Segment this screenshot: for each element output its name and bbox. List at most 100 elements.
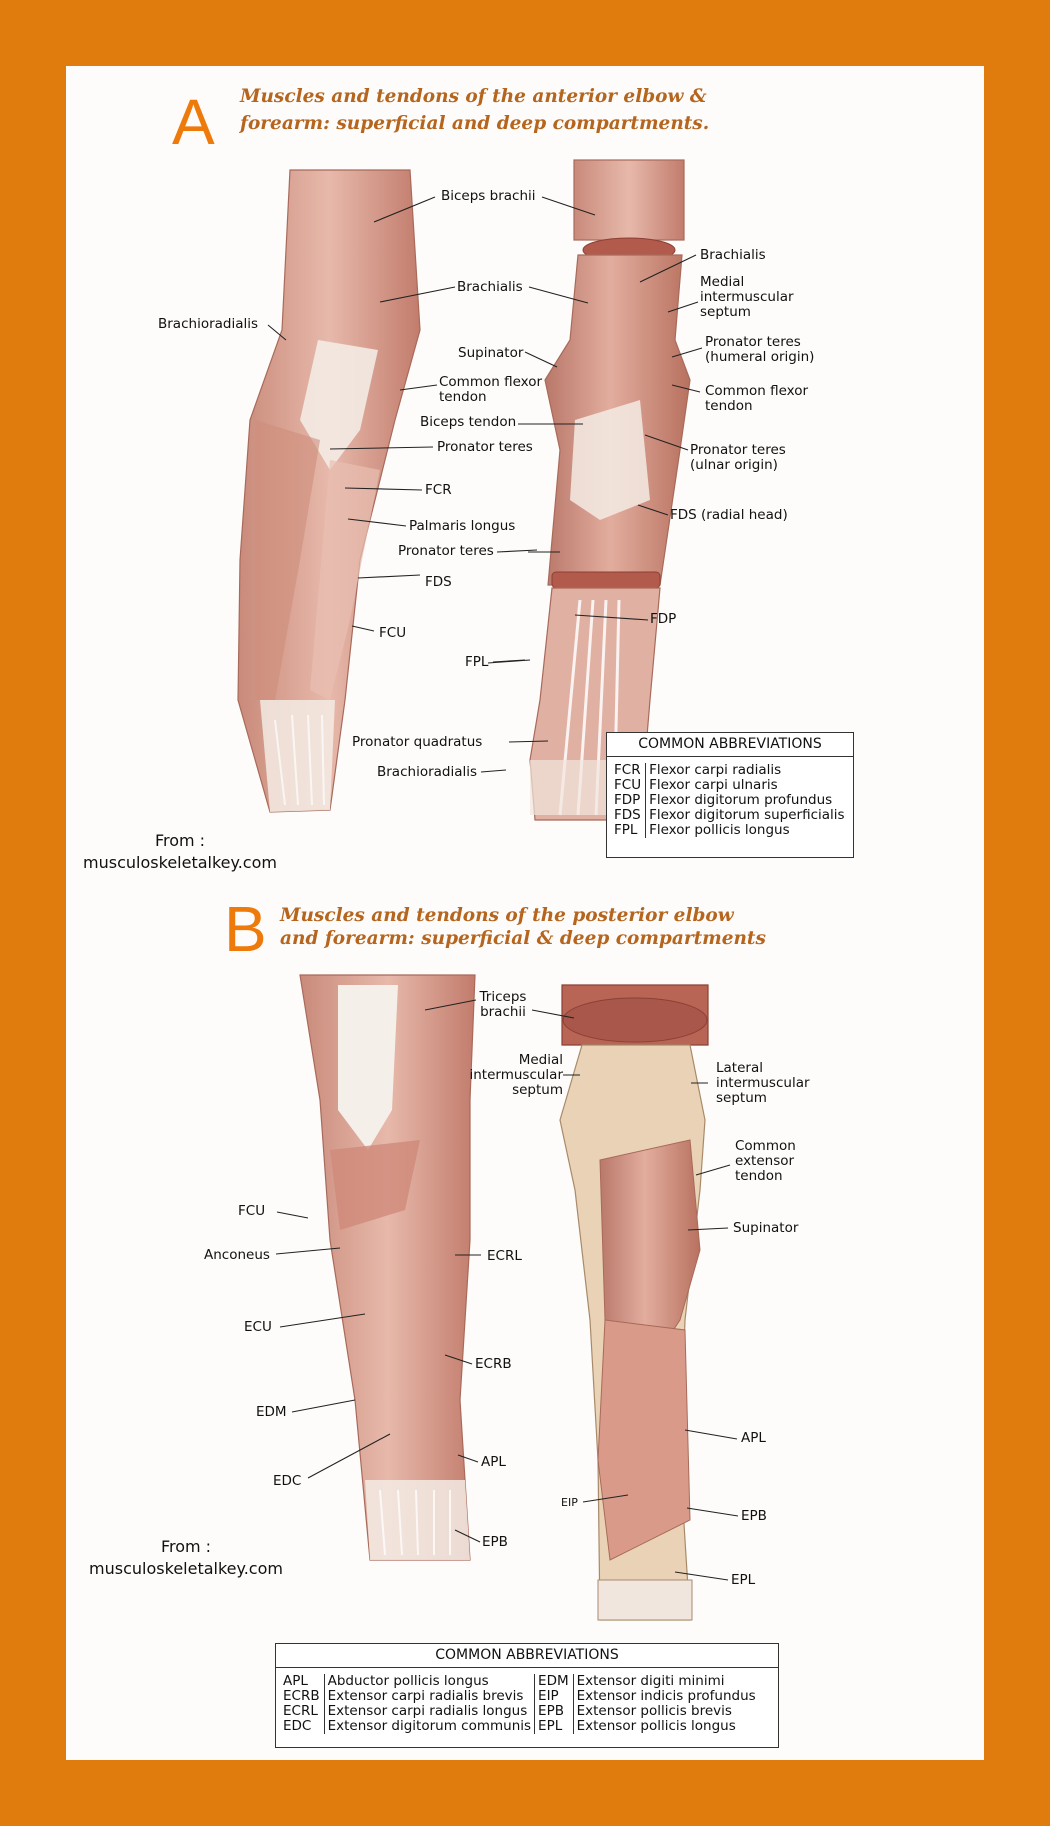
abbreviations-header-b: COMMON ABBREVIATIONS (276, 1644, 778, 1668)
label-common-extensor-1: Common (735, 1138, 796, 1154)
label-medial-septum-b-2: intermuscular (469, 1067, 563, 1083)
abbreviations-header-a: COMMON ABBREVIATIONS (607, 733, 853, 757)
label-lateral-septum-1: Lateral (716, 1060, 763, 1076)
abbr-name: Extensor carpi radialis brevis (327, 1688, 524, 1704)
label-medial-septum-a-1: Medial (700, 274, 745, 290)
label-medial-septum-b-1: Medial (518, 1052, 563, 1068)
panel-a-letter: A (172, 86, 215, 158)
label-medial-septum-a-3: septum (700, 304, 751, 320)
abbr-code: FDS (611, 808, 647, 823)
panel-b-letter: B (224, 893, 267, 965)
label-common-extensor-3: tendon (735, 1168, 783, 1184)
label-epb-left: EPB (482, 1534, 508, 1550)
label-fdp: FDP (650, 611, 677, 627)
label-fcr: FCR (425, 482, 452, 498)
abbr-name: Flexor carpi radialis (649, 762, 782, 778)
label-anconeus: Anconeus (204, 1247, 270, 1263)
label-triceps-2: brachii (480, 1004, 526, 1020)
label-pronator-teres-lower: Pronator teres (398, 543, 494, 559)
abbr-code: FDP (611, 793, 647, 808)
label-pronator-teres-humeral-2: (humeral origin) (705, 349, 815, 365)
label-brachialis-left: Brachialis (457, 279, 523, 295)
abbr-code: FPL (611, 823, 647, 838)
label-supinator-a: Supinator (458, 345, 524, 361)
label-fpl: FPL (465, 654, 489, 670)
abbr-name: Abductor pollicis longus (327, 1673, 489, 1689)
panel-a-title-line1: Muscles and tendons of the anterior elbo… (240, 86, 707, 107)
abbr-code: EIP (534, 1689, 574, 1704)
label-palmaris-longus: Palmaris longus (409, 518, 516, 534)
label-lateral-septum-3: septum (716, 1090, 767, 1106)
label-fds-radial-head: FDS (radial head) (670, 507, 788, 523)
panel-b-title-line2: and forearm: superficial & deep compartm… (280, 928, 766, 949)
label-epb-right: EPB (741, 1508, 767, 1524)
label-common-flexor-right-2: tendon (705, 398, 753, 414)
abbr-code: EPB (534, 1704, 574, 1719)
label-triceps-1: Triceps (479, 989, 527, 1005)
abbr-code: EDC (280, 1719, 325, 1734)
source-credit-a-line1: From : (154, 831, 206, 850)
posterior-superficial-arm (299, 974, 476, 1561)
label-edc: EDC (273, 1473, 302, 1489)
label-common-flexor-right-1: Common flexor (705, 383, 809, 399)
label-pronator-quadratus: Pronator quadratus (352, 734, 483, 750)
label-pronator-teres-ulnar-1: Pronator teres (690, 442, 786, 458)
abbr-name: Extensor pollicis longus (576, 1718, 736, 1734)
figure-panel (66, 66, 984, 1760)
abbr-code: APL (280, 1674, 325, 1689)
abbr-name: Flexor digitorum profundus (649, 792, 833, 808)
abbr-code: EDM (534, 1674, 574, 1689)
label-brachioradialis-lower: Brachioradialis (377, 764, 478, 780)
label-fds-left: FDS (425, 574, 452, 590)
label-lateral-septum-2: intermuscular (716, 1075, 810, 1091)
abbr-code: FCR (611, 763, 647, 778)
abbr-code: ECRB (280, 1689, 325, 1704)
label-brachioradialis-upper: Brachioradialis (158, 316, 259, 332)
anterior-deep-arm (529, 159, 691, 821)
label-fcu: FCU (379, 625, 407, 641)
abbr-code: ECRL (280, 1704, 325, 1719)
label-biceps-tendon: Biceps tendon (420, 414, 517, 430)
abbr-name: Extensor digitorum communis (327, 1718, 532, 1734)
posterior-deep-arm (559, 984, 709, 1621)
label-ecrb: ECRB (475, 1356, 512, 1372)
abbr-name: Extensor carpi radialis longus (327, 1703, 528, 1719)
label-medial-septum-a-2: intermuscular (700, 289, 794, 305)
label-brachialis-right: Brachialis (700, 247, 766, 263)
label-edm: EDM (256, 1404, 287, 1420)
source-credit-b-line2: musculoskeletalkey.com (89, 1559, 283, 1578)
label-pronator-teres-left: Pronator teres (437, 439, 533, 455)
label-pronator-teres-ulnar-2: (ulnar origin) (690, 457, 778, 473)
label-apl-right: APL (741, 1430, 766, 1446)
abbr-name: Extensor digiti minimi (576, 1673, 725, 1689)
label-eip: EIP (561, 1496, 578, 1509)
source-credit-b-line1: From : (160, 1537, 212, 1556)
abbr-name: Extensor pollicis brevis (576, 1703, 732, 1719)
label-pronator-teres-humeral-1: Pronator teres (705, 334, 801, 350)
label-medial-septum-b-3: septum (512, 1082, 563, 1098)
panel-b-title-line1: Muscles and tendons of the posterior elb… (280, 905, 734, 926)
abbr-code: EPL (534, 1719, 574, 1734)
panel-a-title-line2: forearm: superficial and deep compartmen… (240, 113, 710, 134)
label-epl: EPL (731, 1572, 756, 1588)
label-common-flexor-left-1: Common flexor (439, 374, 543, 390)
abbr-code: FCU (611, 778, 647, 793)
label-biceps-brachii: Biceps brachii (441, 188, 536, 204)
abbr-name: Extensor indicis profundus (576, 1688, 756, 1704)
label-supinator-b: Supinator (733, 1220, 799, 1236)
abbr-name: Flexor pollicis longus (649, 822, 790, 838)
source-credit-a-line2: musculoskeletalkey.com (83, 853, 277, 872)
label-fcu-b: FCU (238, 1203, 266, 1219)
leader-lines-a (267, 196, 703, 773)
